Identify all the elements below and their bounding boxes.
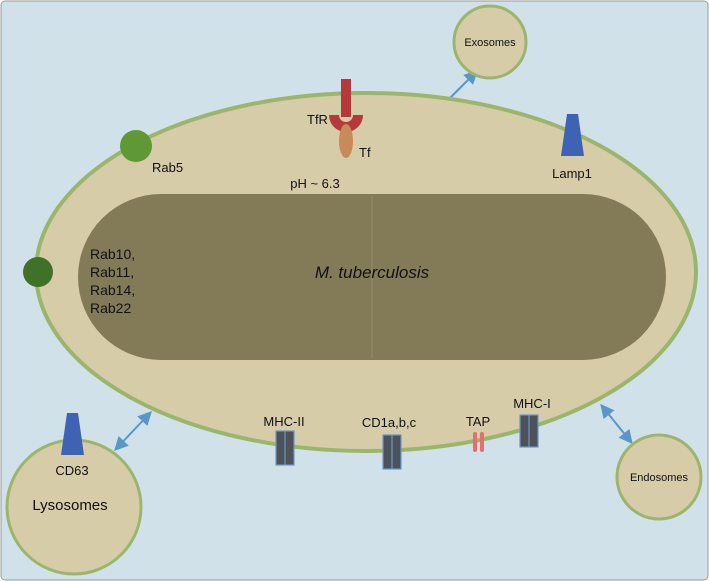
tfr-label: TfR	[307, 112, 328, 127]
mhc-ii-label: MHC-II	[263, 414, 304, 429]
endosome-traffic-arrow	[600, 403, 633, 445]
rab5-label: Rab5	[152, 160, 183, 175]
cd1-label: CD1a,b,c	[362, 415, 417, 430]
mhc-i-label: MHC-I	[513, 396, 551, 411]
rab5-circle-icon	[120, 130, 152, 162]
lysosome-traffic-arrow	[114, 410, 152, 452]
endosomes-label: Endosomes	[630, 472, 689, 484]
bacterium-label: M. tuberculosis	[315, 263, 430, 282]
rab22-label: Rab22	[90, 300, 131, 316]
rab14-label: Rab14,	[90, 282, 135, 298]
mhc-i-bar-pair-icon	[519, 414, 539, 448]
tfr-receptor-icon	[329, 79, 363, 132]
tf-label: Tf	[359, 145, 371, 160]
rab11-label: Rab11,	[90, 264, 134, 280]
cd63-label: CD63	[55, 463, 88, 478]
mhc-ii-bar-pair-icon	[275, 430, 295, 466]
tap-pill-pair-icon	[473, 432, 484, 452]
exosomes-label: Exosomes	[464, 37, 516, 49]
exosomes-vesicle	[452, 4, 528, 80]
cd63-marker-icon	[61, 413, 84, 455]
lysosomes-label: Lysosomes	[32, 497, 107, 514]
rab-other-circle-icon	[23, 257, 53, 287]
rab10-label: Rab10,	[90, 246, 135, 262]
endosomes-vesicle	[615, 433, 703, 521]
lamp1-marker-icon	[561, 114, 584, 156]
lamp1-label: Lamp1	[552, 166, 592, 181]
tap-label: TAP	[466, 414, 490, 429]
transferrin-icon	[339, 124, 353, 158]
cd1-bar-pair-icon	[382, 434, 402, 470]
ph-label: pH ~ 6.3	[290, 176, 340, 191]
